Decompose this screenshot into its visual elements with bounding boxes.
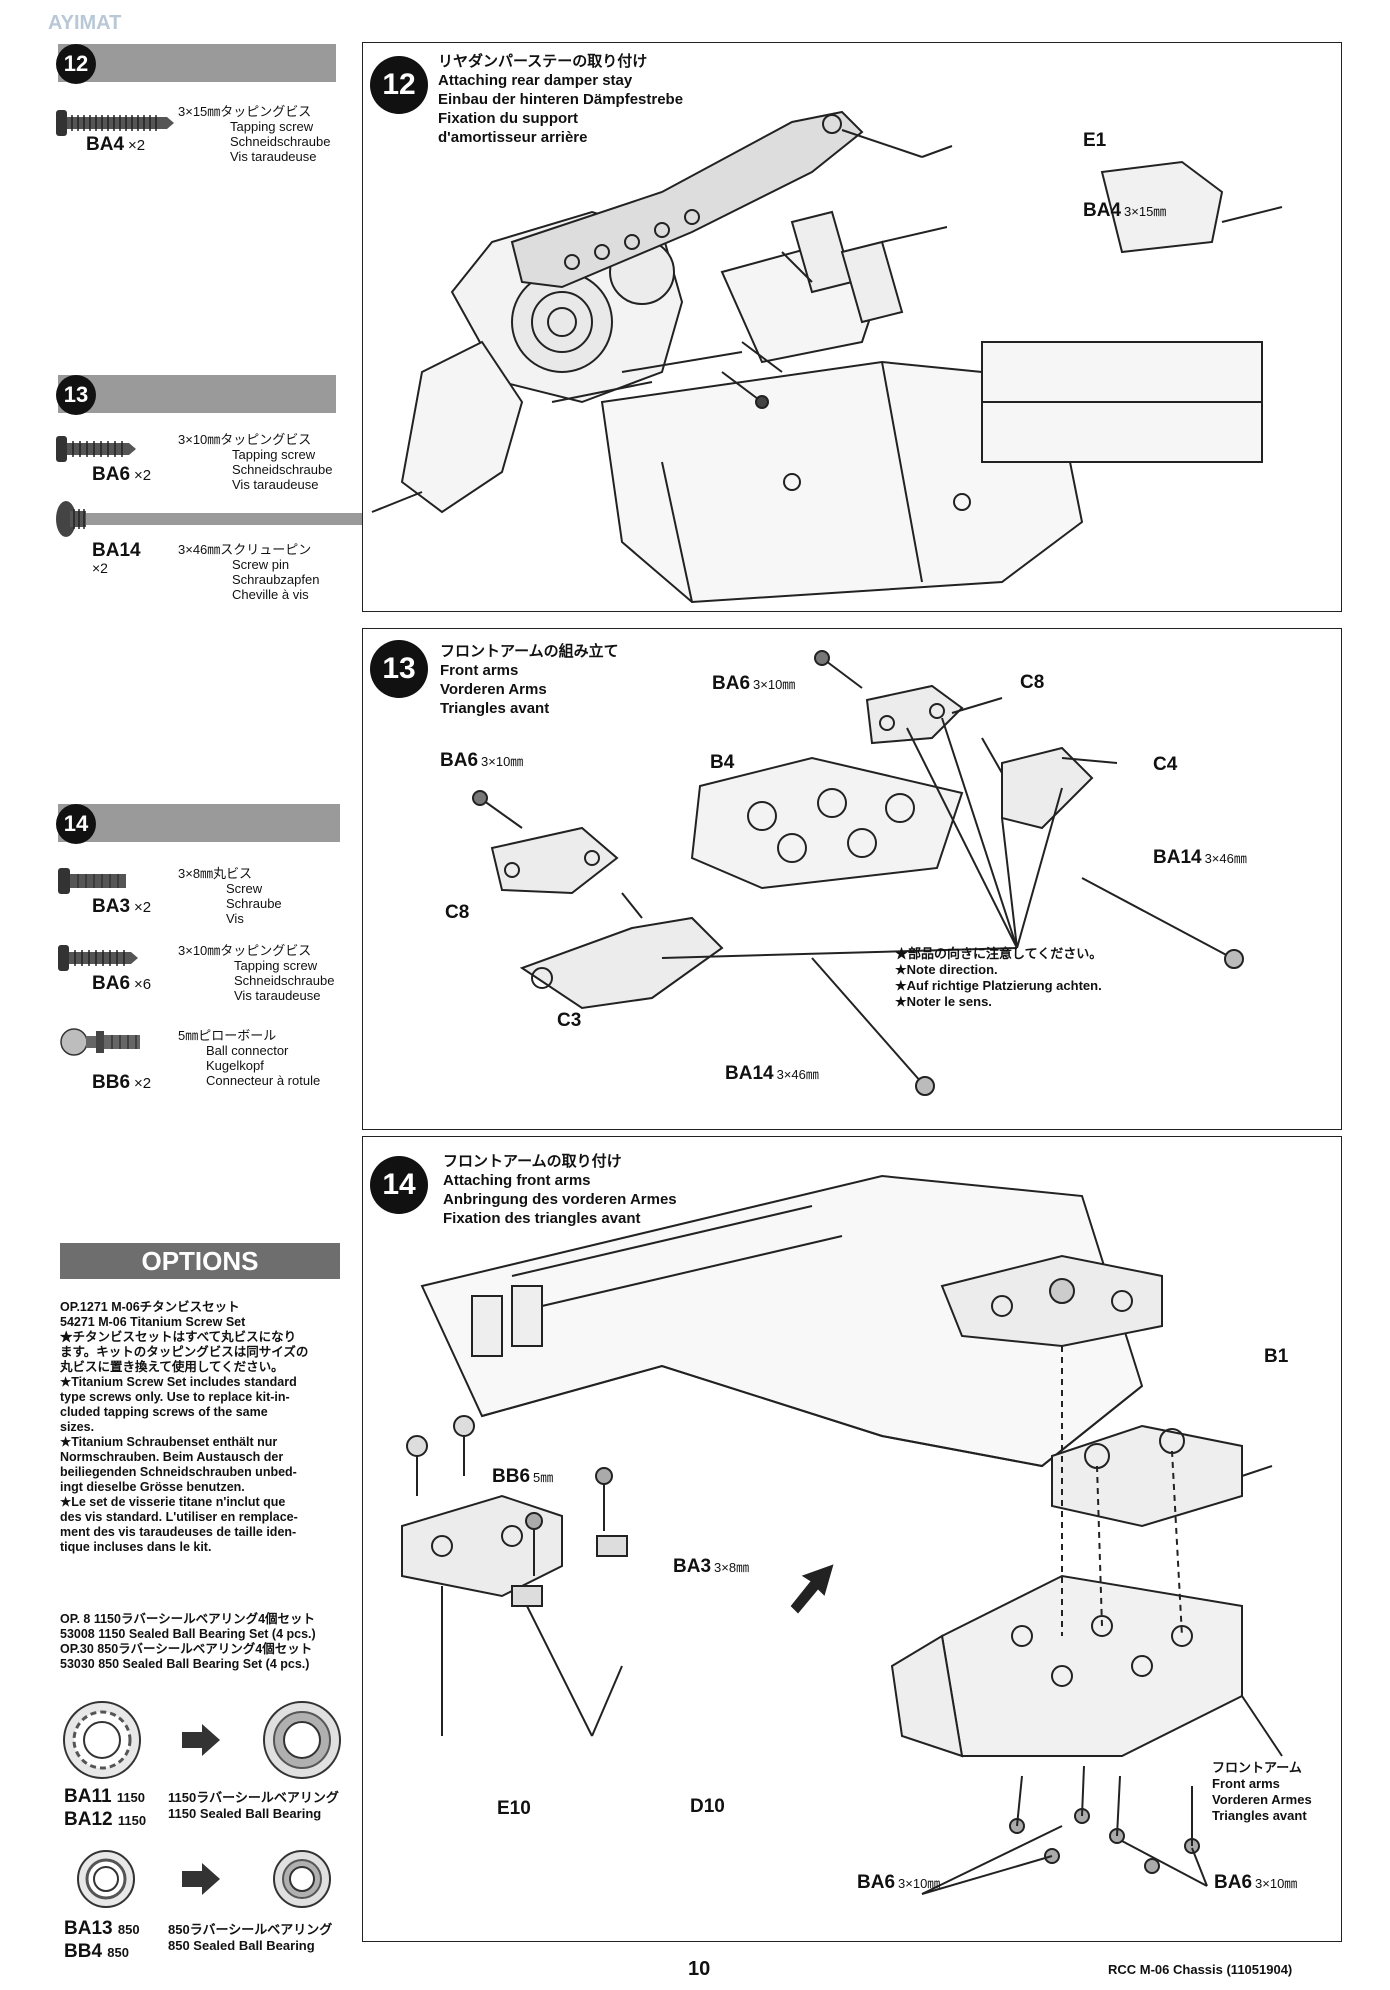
panel-13-number: 13 xyxy=(370,640,428,698)
ba3-description: 3×8㎜丸ビス Screw Schraube Vis xyxy=(178,866,282,926)
plain-bearing-850-icon xyxy=(77,1850,135,1908)
faded-brand: AYIMAT xyxy=(48,12,122,34)
ba6-screw-icon xyxy=(56,436,136,462)
ba3-screw-icon xyxy=(58,868,126,894)
label-c8-top: C8 xyxy=(1020,672,1045,693)
bearing-850-codes: BA13 850 BB4 850 xyxy=(64,1918,140,1962)
ba6-screw-icon-2 xyxy=(58,945,138,971)
panel-13-title: フロントアームの組み立て Front arms Vorderen Arms Tr… xyxy=(440,643,619,717)
label-e10: E10 xyxy=(497,1798,531,1819)
ba14-qty: ×2 xyxy=(92,560,108,576)
label-e1: E1 xyxy=(1083,130,1107,151)
rear-damper-stay-illustration xyxy=(371,110,1283,604)
document-title: RCC M-06 Chassis (11051904) xyxy=(1108,1962,1293,1977)
bearing-1150-illustration xyxy=(63,1701,341,1779)
options-bearing-sets: OP. 8 1150ラバーシールベアリング4個セット 53008 1150 Se… xyxy=(60,1612,316,1671)
arrow-right-icon-2 xyxy=(182,1863,220,1895)
panel-12-number: 12 xyxy=(370,56,428,114)
note-direction: ★部品の向きに注意してください。 ★Note direction. ★Auf r… xyxy=(895,946,1103,1009)
ba4-screw-icon xyxy=(56,110,174,136)
step-14-number: 14 xyxy=(56,804,96,844)
label-c4: C4 xyxy=(1153,754,1178,775)
ba14-screw-pin-icon xyxy=(56,501,378,537)
step-14-bar xyxy=(58,804,340,842)
ba6-code: BA6×2 xyxy=(92,464,152,485)
front-arms-assembly-illustration xyxy=(472,650,1244,1096)
arrow-right-icon xyxy=(182,1724,220,1756)
panel-12-title: リヤダンパーステーの取り付け Attaching rear damper sta… xyxy=(438,53,684,146)
ba6-code-2: BA6×6 xyxy=(92,973,152,994)
page-number: 10 xyxy=(688,1958,711,1980)
step-12-bar xyxy=(58,44,336,82)
label-c3: C3 xyxy=(557,1010,582,1031)
ba6-description: 3×10㎜タッピングビス Tapping screw Schneidschrau… xyxy=(178,432,333,492)
ba6-description-2: 3×10㎜タッピングビス Tapping screw Schneidschrau… xyxy=(178,943,335,1003)
label-d10: D10 xyxy=(690,1796,725,1817)
step-13-number: 13 xyxy=(56,375,96,415)
options-heading: OPTIONS xyxy=(60,1243,340,1279)
label-b1: B1 xyxy=(1264,1346,1289,1367)
sealed-bearing-850-icon xyxy=(273,1850,331,1908)
ba14-code: BA14 xyxy=(92,540,141,561)
front-arms-attach-illustration xyxy=(401,1174,1283,1895)
bb6-code: BB6×2 xyxy=(92,1072,152,1093)
step-12-number: 12 xyxy=(56,44,96,84)
bearing-1150-codes: BA11 1150 BA12 1150 xyxy=(64,1786,147,1830)
options-titanium-set: OP.1271 M-06チタンビスセット 54271 M-06 Titanium… xyxy=(60,1300,309,1554)
label-b4: B4 xyxy=(710,752,735,773)
bb6-description: 5㎜ピローボール Ball connector Kugelkopf Connec… xyxy=(178,1028,321,1088)
bearing-850-desc: 850ラバーシールベアリング 850 Sealed Ball Bearing xyxy=(168,1922,333,1953)
bearing-1150-desc: 1150ラバーシールベアリング 1150 Sealed Ball Bearing xyxy=(168,1790,339,1821)
panel-14-title: フロントアームの取り付け Attaching front arms Anbrin… xyxy=(443,1153,677,1227)
sealed-bearing-1150-icon xyxy=(263,1701,341,1779)
label-c8-left: C8 xyxy=(445,902,470,923)
ba3-code: BA3×2 xyxy=(92,896,152,917)
bearing-850-illustration xyxy=(77,1850,331,1908)
label-front-arms: フロントアーム Front arms Vorderen Armes Triang… xyxy=(1212,1760,1312,1823)
ba4-code: BA4×2 xyxy=(86,134,146,155)
ba14-description: 3×46㎜スクリューピン Screw pin Schraubzapfen Che… xyxy=(178,542,320,602)
bb6-ball-connector-icon xyxy=(60,1028,140,1056)
plain-bearing-1150-icon xyxy=(63,1701,141,1779)
panel-14-number: 14 xyxy=(370,1156,428,1214)
step-13-bar xyxy=(58,375,336,413)
ba4-description: 3×15㎜タッピングビス Tapping screw Schneidschrau… xyxy=(178,104,331,164)
